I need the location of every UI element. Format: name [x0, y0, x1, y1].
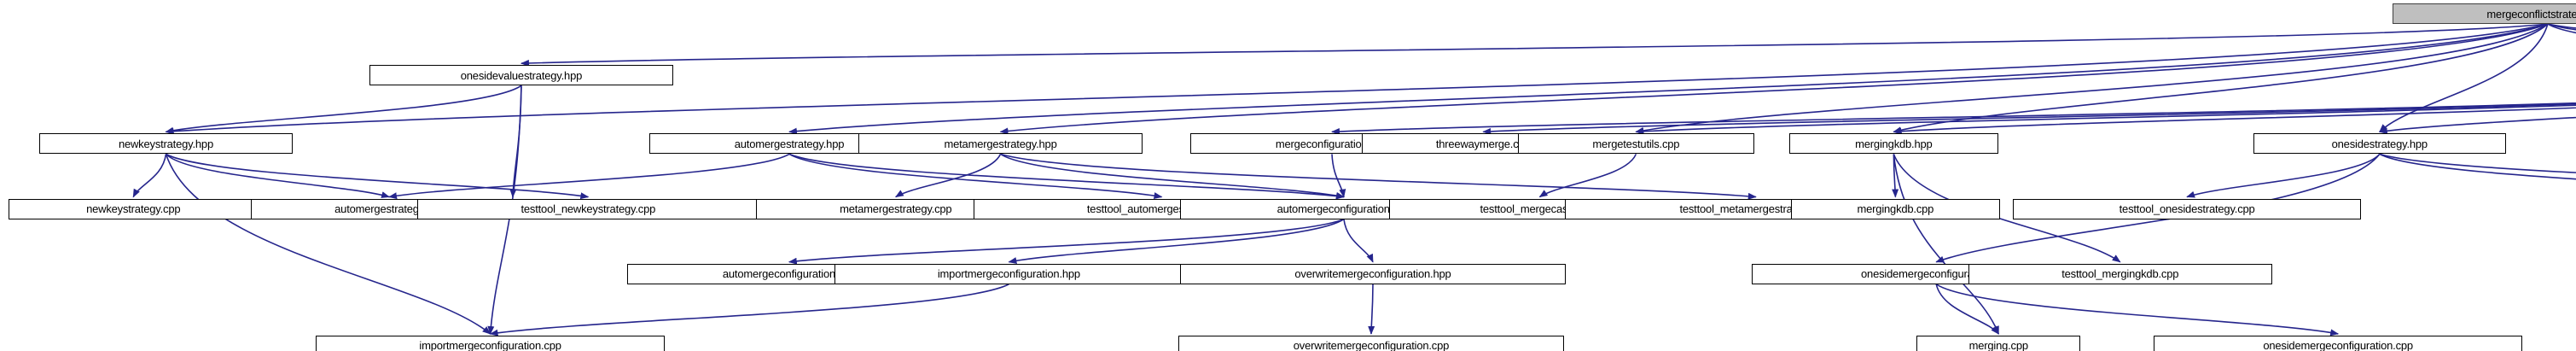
graph-edge	[132, 154, 167, 198]
graph-node-label: newkeystrategy.hpp	[118, 137, 213, 150]
graph-edge	[2378, 116, 2576, 135]
graph-edge	[1892, 154, 1899, 198]
graph-node-label: mergingkdb.cpp	[1857, 202, 1934, 216]
graph-edge	[2547, 23, 2576, 31]
graph-node[interactable]: testtool_mergingkdb.cpp	[1968, 263, 2272, 284]
graph-node-label: automergeconfiguration.hpp	[1276, 202, 1411, 216]
graph-edge	[1635, 23, 2549, 134]
graph-edge	[165, 154, 491, 335]
graph-edge	[788, 153, 1345, 200]
graph-node-root[interactable]: mergeconflictstrategy.hpp	[2392, 3, 2576, 24]
graph-edge	[520, 23, 2548, 67]
graph-edge	[2547, 23, 2576, 34]
graph-edge	[894, 154, 1002, 198]
graph-edge	[1008, 218, 1345, 264]
graph-node-label: testtool_mergingkdb.cpp	[2061, 267, 2179, 281]
graph-node-label: importmergeconfiguration.cpp	[419, 339, 561, 351]
graph-edge	[1538, 154, 1637, 198]
graph-node-label: metamergestrategy.cpp	[840, 202, 952, 216]
graph-edge	[509, 85, 522, 198]
graph-edge	[1893, 154, 2000, 335]
graph-node-label: testtool_onesidestrategy.cpp	[2119, 202, 2255, 216]
graph-node-label: onesidemergeconfiguration.cpp	[2263, 339, 2413, 351]
graph-node[interactable]: mergetestutils.cpp	[1518, 133, 1754, 155]
graph-edge	[165, 85, 522, 134]
graph-node-label: mergingkdb.hpp	[1855, 137, 1933, 150]
graph-edge	[1331, 154, 1346, 198]
graph-edge	[1368, 284, 1375, 335]
graph-edge	[166, 153, 590, 200]
graph-node-label: automergestrategy.cpp	[334, 202, 444, 216]
graph-edge	[788, 218, 1345, 265]
graph-node[interactable]: testtool_onesidestrategy.cpp	[2012, 198, 2362, 219]
graph-node[interactable]: newkeystrategy.hpp	[39, 133, 293, 155]
graph-node-label: automergeconfiguration.cpp	[722, 267, 856, 281]
graph-edge	[1893, 23, 2549, 134]
graph-node-label: newkeystrategy.cpp	[86, 202, 181, 216]
graph-edge	[1635, 104, 2576, 135]
graph-node-label: mergeconflictstrategy.hpp	[2486, 7, 2576, 20]
graph-edge	[1893, 107, 2576, 135]
graph-node[interactable]: onesidemergeconfiguration.cpp	[2153, 335, 2523, 351]
graph-node[interactable]: metamergestrategy.hpp	[858, 133, 1143, 155]
graph-edge	[1935, 284, 2340, 336]
graph-node[interactable]: importmergeconfiguration.cpp	[316, 335, 665, 351]
graph-node-label: overwritemergeconfiguration.cpp	[1293, 339, 1450, 351]
graph-node-label: threewaymerge.cpp	[1435, 137, 1531, 150]
graph-node[interactable]: newkeystrategy.cpp	[9, 198, 259, 219]
graph-edge	[1330, 102, 2576, 135]
graph-edge	[1000, 153, 1757, 200]
graph-edge	[788, 23, 2549, 135]
graph-node-label: metamergestrategy.hpp	[944, 137, 1057, 150]
graph-node[interactable]: importmergeconfiguration.hpp	[834, 263, 1183, 284]
graph-node[interactable]: onesidevaluestrategy.hpp	[369, 65, 674, 86]
graph-node[interactable]: onesidestrategy.hpp	[2253, 133, 2506, 155]
graph-node-label: importmergeconfiguration.hpp	[937, 267, 1080, 281]
graph-edge	[2186, 153, 2381, 198]
graph-node[interactable]: mergingkdb.cpp	[1791, 198, 2000, 219]
graph-node-label: merging.cpp	[1968, 339, 2029, 351]
graph-node-label: overwritemergeconfiguration.hpp	[1294, 267, 1451, 281]
graph-edge	[1935, 284, 1999, 335]
graph-edge	[2379, 153, 2576, 180]
graph-node[interactable]: testtool_newkeystrategy.cpp	[417, 198, 759, 219]
graph-edge	[2547, 23, 2576, 29]
graph-node-label: onesidevaluestrategy.hpp	[460, 68, 583, 82]
graph-node-label: onesidestrategy.hpp	[2331, 137, 2428, 150]
graph-node-label: mergetestutils.cpp	[1592, 137, 1680, 150]
graph-edge	[1000, 153, 1345, 199]
graph-node-label: testtool_newkeystrategy.cpp	[520, 202, 656, 216]
graph-node[interactable]: overwritemergeconfiguration.cpp	[1178, 335, 1565, 351]
graph-edge	[2379, 153, 2576, 173]
graph-edge	[388, 153, 790, 200]
graph-node[interactable]: overwritemergeconfiguration.hpp	[1179, 263, 1567, 284]
graph-node[interactable]: mergingkdb.hpp	[1789, 133, 1998, 155]
graph-edge	[999, 23, 2549, 135]
graph-node-label: mergeconfiguration.hpp	[1275, 137, 1389, 150]
graph-node-label: automergestrategy.hpp	[734, 137, 845, 150]
graph-node[interactable]: merging.cpp	[1916, 335, 2081, 351]
graph-edge	[2379, 23, 2549, 133]
graph-edge	[1482, 103, 2576, 135]
graph-edge	[165, 153, 391, 198]
graph-edge	[788, 153, 1163, 199]
graph-edge	[1343, 219, 1374, 263]
graph-edge	[489, 284, 1009, 336]
